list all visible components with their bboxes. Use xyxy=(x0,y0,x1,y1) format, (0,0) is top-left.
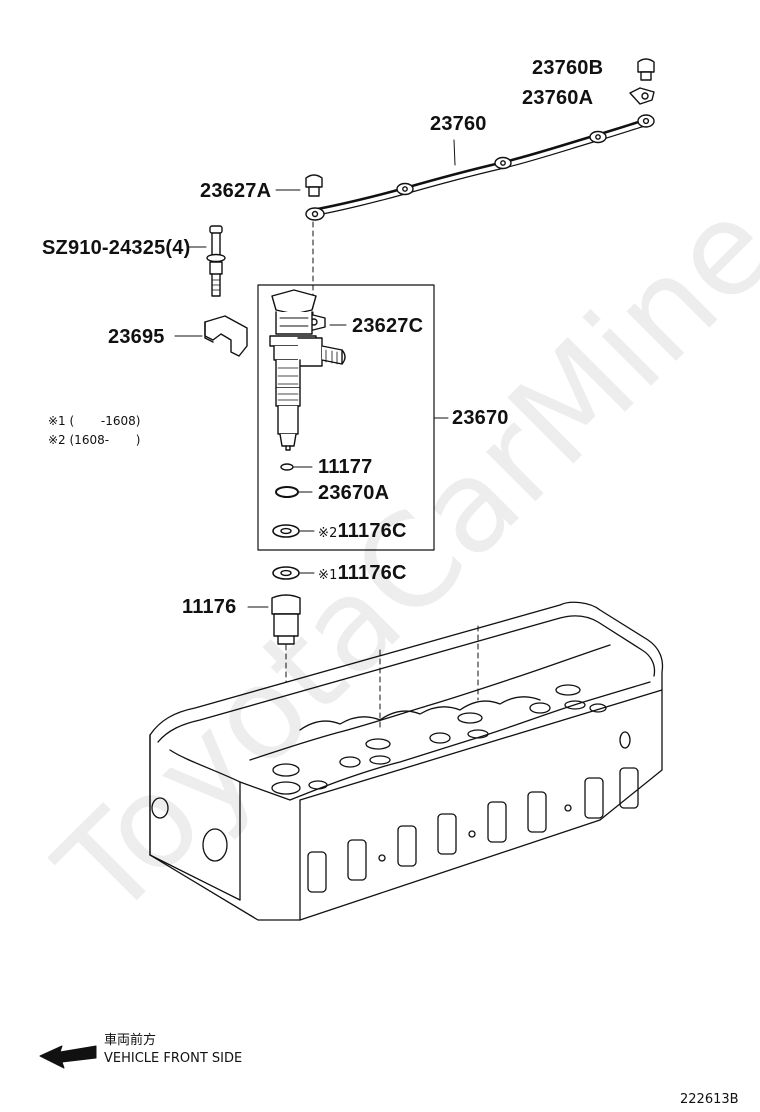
label-23627C[interactable]: 23627C xyxy=(352,315,424,337)
label-23670[interactable]: 23670 xyxy=(452,407,509,429)
label-SZ910-24325[interactable]: SZ910-24325(4) xyxy=(42,237,191,259)
washer-11176C-2-drawing xyxy=(272,524,315,538)
o-ring-11177-drawing xyxy=(280,463,313,471)
bolt-23760B-drawing xyxy=(637,58,655,81)
o-ring-23670A-drawing xyxy=(275,486,313,498)
label-11176C-text: 11176C xyxy=(337,520,407,542)
note-mark-2: ※2 xyxy=(318,526,338,541)
direction-label-jp: 車両前方 xyxy=(104,1033,157,1048)
clamp-23695-drawing xyxy=(174,315,248,357)
diagram-reference-number: 222613B xyxy=(680,1092,739,1107)
bolt-23627A-drawing xyxy=(275,174,323,197)
label-11176[interactable]: 11176 xyxy=(182,596,237,618)
label-23760A[interactable]: 23760A xyxy=(522,87,594,109)
cylinder-head-drawing xyxy=(149,601,664,921)
label-23627A[interactable]: 23627A xyxy=(200,180,272,202)
direction-label-en: VEHICLE FRONT SIDE xyxy=(104,1051,243,1066)
footnote-1: ※1 ( -1608) xyxy=(48,414,141,428)
label-23760B[interactable]: 23760B xyxy=(532,57,604,79)
bolt-SZ910-drawing xyxy=(187,225,226,297)
label-11176C-text: 11176C xyxy=(337,562,407,584)
label-23695[interactable]: 23695 xyxy=(108,326,165,348)
label-11176C-note1[interactable]: ※111176C xyxy=(318,563,407,583)
label-11176C-note2[interactable]: ※211176C xyxy=(318,521,407,541)
label-23760[interactable]: 23760 xyxy=(430,113,487,135)
footnote-2: ※2 (1608- ) xyxy=(48,433,141,447)
label-11177[interactable]: 11177 xyxy=(318,456,373,478)
front-direction-arrow-icon xyxy=(39,1045,97,1069)
leak-pipe-23760-drawing xyxy=(305,114,655,221)
label-23670A[interactable]: 23670A xyxy=(318,482,390,504)
note-mark-1: ※1 xyxy=(318,568,338,583)
bracket-23760A-drawing xyxy=(629,87,655,105)
nozzle-seat-11176-drawing xyxy=(247,594,301,645)
washer-11176C-1-drawing xyxy=(272,566,315,580)
injector-23670-drawing xyxy=(269,289,346,451)
